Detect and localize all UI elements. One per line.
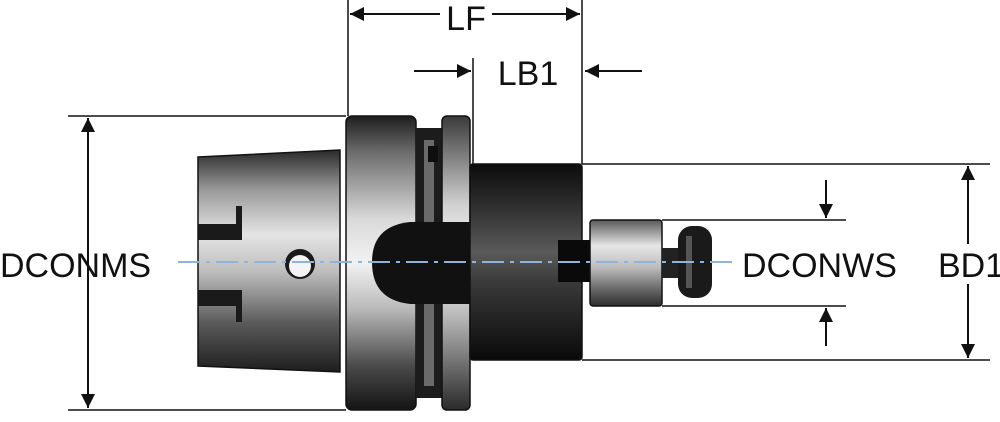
label-dconws: DCONWS (742, 247, 897, 285)
label-dconms: DCONMS (0, 247, 151, 285)
extension-lines (68, 0, 990, 411)
screw-neck (662, 248, 680, 278)
groove-notch (428, 146, 438, 162)
label-lb1: LB1 (498, 55, 559, 93)
drive-slot-lower (198, 290, 242, 322)
label-lf: LF (446, 0, 486, 38)
label-bd1: BD1 (938, 247, 1000, 285)
dimension-labels: LF LB1 DCONMS DCONWS BD1 (0, 0, 1000, 285)
drive-slot-upper (198, 206, 242, 240)
cross-hole-inner (289, 255, 311, 277)
